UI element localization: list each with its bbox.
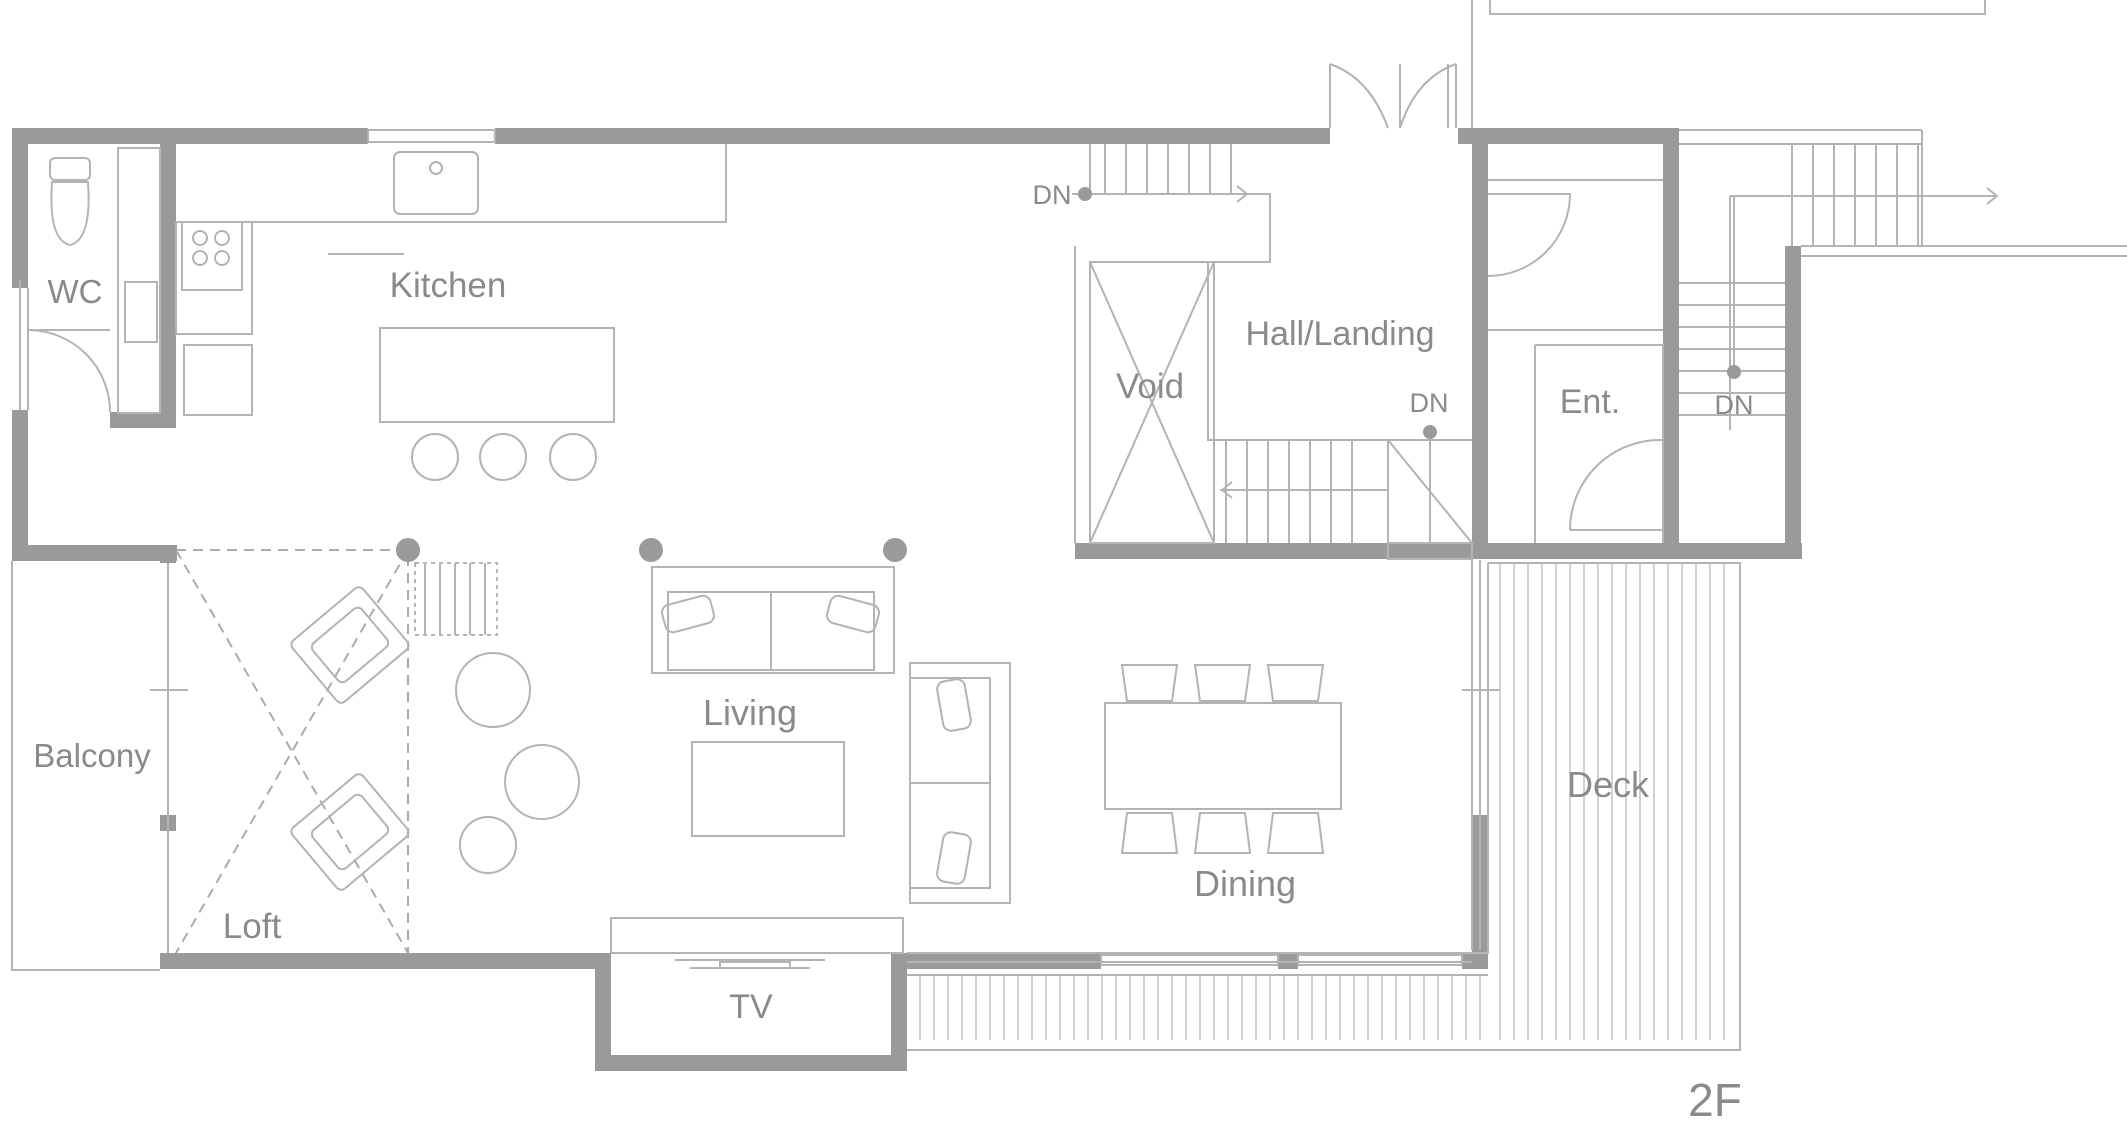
column (639, 538, 663, 562)
deck-area (907, 560, 1741, 1051)
stair-down-label: DN (1715, 390, 1754, 420)
dining-chairs (1120, 664, 1325, 854)
round-table (504, 744, 580, 820)
round-table (455, 652, 531, 728)
kitchen-island (379, 327, 615, 423)
room-label-hall: Hall/Landing (1245, 315, 1434, 353)
room-label-tv: TV (729, 988, 773, 1026)
room-label-entrance: Ent. (1560, 383, 1620, 421)
tv-area (610, 917, 904, 969)
exterior-stair (1679, 129, 2127, 430)
stool (549, 433, 597, 481)
walls (12, 128, 1802, 1071)
toilet-tank (49, 157, 91, 181)
stair-down-label: DN (1410, 388, 1449, 418)
column (396, 538, 420, 562)
lounge-chair (290, 773, 410, 891)
cooktop (181, 221, 243, 291)
dining-table (1104, 702, 1342, 810)
stair-hall-area (1072, 144, 1473, 560)
round-table (459, 816, 517, 874)
stool (411, 433, 459, 481)
coffee-table (691, 741, 845, 837)
room-label-dining: Dining (1194, 863, 1296, 904)
fridge (183, 344, 253, 416)
room-label-loft: Loft (223, 907, 282, 946)
wc-sink (124, 281, 158, 343)
site-lines (1399, 0, 1986, 128)
stair-down-label: DN (1033, 180, 1072, 210)
room-label-void: Void (1116, 367, 1184, 406)
room-label-kitchen: Kitchen (390, 266, 507, 305)
column (883, 538, 907, 562)
room-label-deck: Deck (1567, 764, 1650, 805)
dining-area (1104, 664, 1342, 854)
entrance-area (1329, 63, 1664, 543)
kitchen-area (175, 129, 727, 481)
floor-level-label: 2F (1688, 1074, 1742, 1126)
toilet-bowl (50, 181, 90, 247)
kitchen-sink (393, 151, 479, 215)
sofa (651, 566, 895, 674)
room-label-living: Living (703, 692, 797, 733)
wc-area (19, 147, 161, 414)
lounge-chair (290, 586, 410, 704)
stool (479, 433, 527, 481)
room-label-balcony: Balcony (33, 737, 151, 774)
room-label-wc: WC (48, 273, 103, 310)
living-area (651, 566, 1011, 904)
